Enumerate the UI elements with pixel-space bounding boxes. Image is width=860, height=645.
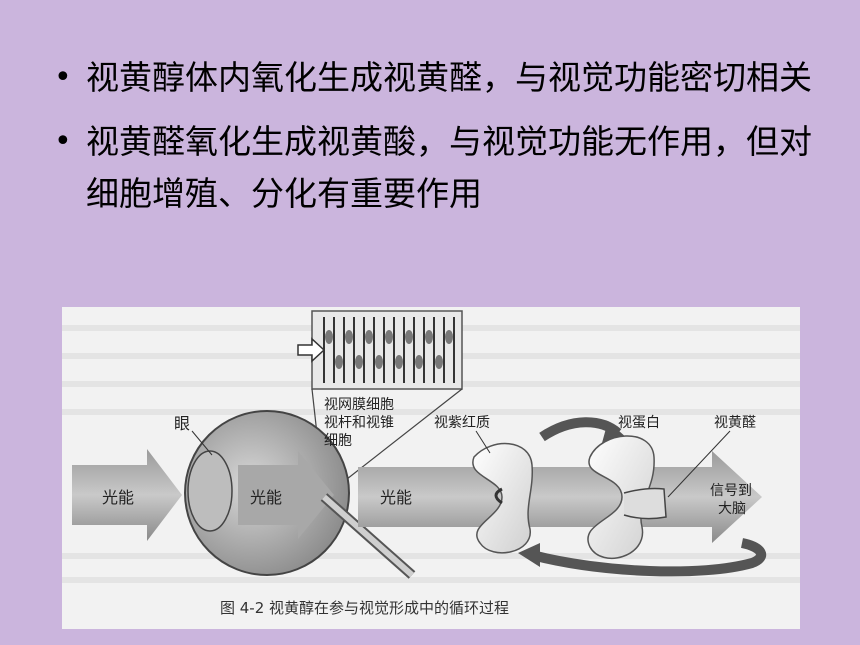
eye-illustration xyxy=(184,410,416,579)
signal-label-line2: 大脑 xyxy=(718,501,746,517)
bullet-item: • 视黄醛氧化生成视黄酸，与视觉功能无作用，但对细胞增殖、分化有重要作用 xyxy=(52,116,812,220)
rhodopsin-label: 视紫红质 xyxy=(434,415,490,431)
figure-illustration: 光能 光能 眼 视网膜细胞 视杆和视锥 细胞 光能 视紫红质 xyxy=(62,310,800,617)
rhodopsin-protein xyxy=(472,442,534,554)
bullet-dot: • xyxy=(54,60,72,95)
bullet-item: • 视黄醇体内氧化生成视黄醛，与视觉功能密切相关 xyxy=(52,52,812,104)
light-label-2: 光能 xyxy=(250,488,282,507)
retina-label-line2: 视杆和视锥 xyxy=(324,415,394,431)
opsin-label: 视蛋白 xyxy=(618,415,660,431)
figure-caption: 图 4-2 视黄醇在参与视觉形成中的循环过程 xyxy=(220,599,509,617)
eye-label: 眼 xyxy=(174,414,190,433)
opsin-protein xyxy=(587,435,667,560)
vision-cycle-figure: 光能 光能 眼 视网膜细胞 视杆和视锥 细胞 光能 视紫红质 xyxy=(62,307,800,629)
retina-label-line3: 细胞 xyxy=(324,433,352,449)
retina-cells-inset xyxy=(297,310,463,498)
light-label-1: 光能 xyxy=(102,488,134,507)
bullet-list: • 视黄醇体内氧化生成视黄醛，与视觉功能密切相关 • 视黄醛氧化生成视黄酸，与视… xyxy=(52,52,812,232)
light-label-3: 光能 xyxy=(380,488,412,507)
signal-label-line1: 信号到 xyxy=(710,483,752,499)
bullet-text: 视黄醛氧化生成视黄酸，与视觉功能无作用，但对细胞增殖、分化有重要作用 xyxy=(86,122,812,213)
retinal-label: 视黄醛 xyxy=(714,414,756,431)
bullet-dot: • xyxy=(54,124,72,159)
light-arrow-2 xyxy=(358,451,762,543)
light-arrow-1 xyxy=(72,449,182,541)
retina-label-line1: 视网膜细胞 xyxy=(324,397,394,413)
bullet-text: 视黄醇体内氧化生成视黄醛，与视觉功能密切相关 xyxy=(86,58,812,97)
